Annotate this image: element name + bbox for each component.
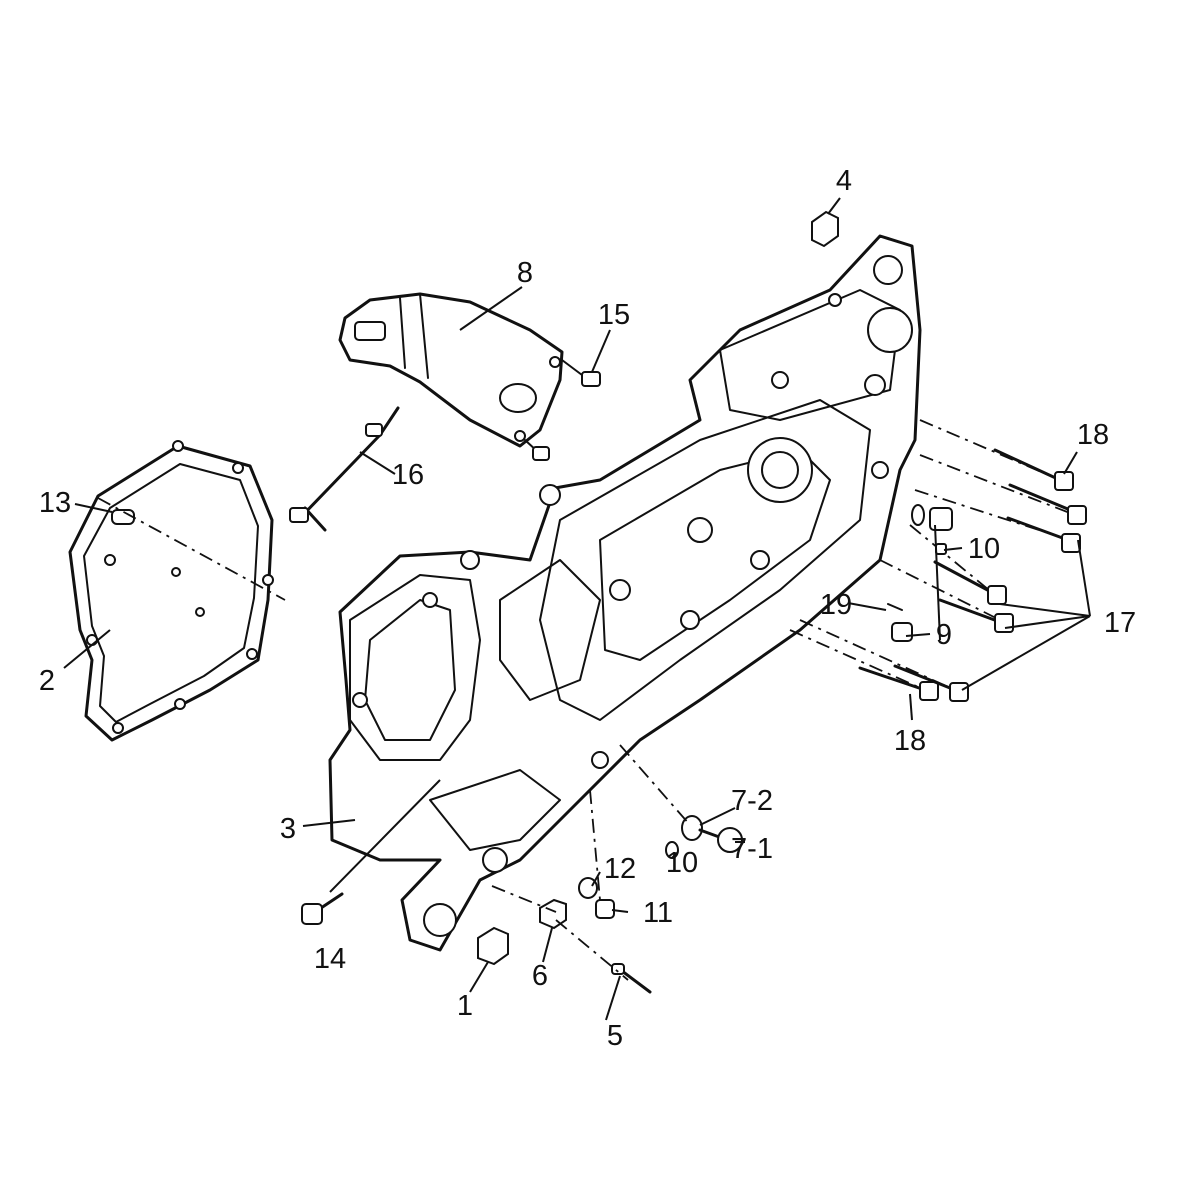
callout-7-1: 7-1 <box>731 833 773 865</box>
callout-13: 13 <box>39 487 71 519</box>
bushing-part-4 <box>811 210 839 248</box>
callout-1: 1 <box>457 990 473 1022</box>
callout-2: 2 <box>39 665 55 697</box>
rod-part-16 <box>289 406 400 532</box>
callout-9: 9 <box>936 619 952 651</box>
callout-10-lower: 10 <box>666 847 698 879</box>
callout-18-upper: 18 <box>1077 419 1109 451</box>
callout-12: 12 <box>604 853 636 885</box>
callout-17: 17 <box>1104 607 1136 639</box>
callout-10-upper: 10 <box>968 533 1000 565</box>
callout-14: 14 <box>314 943 346 975</box>
callout-3: 3 <box>280 813 296 845</box>
leader-lines <box>63 197 1091 1021</box>
callout-6: 6 <box>532 960 548 992</box>
dowel-pin-part-13 <box>111 509 135 525</box>
bolt-part-14 <box>301 892 344 925</box>
callout-4: 4 <box>836 165 852 197</box>
callout-8: 8 <box>517 257 533 289</box>
starter-motor-part-8 <box>338 292 564 448</box>
callout-11: 11 <box>643 897 673 929</box>
bushing-part-1 <box>477 926 509 966</box>
callout-labels: 1 2 3 4 5 6 7-1 7-2 8 9 10 10 11 12 13 1… <box>39 165 1136 1052</box>
callout-7-2: 7-2 <box>731 785 773 817</box>
crankcase-part-3 <box>328 234 922 952</box>
bolt-part-11-12 <box>578 877 615 919</box>
bolts-part-17-18 <box>789 419 1087 702</box>
callout-18-lower: 18 <box>894 725 926 757</box>
callout-16: 16 <box>392 459 424 491</box>
callout-19: 19 <box>820 589 852 621</box>
bushing-part-6 <box>539 898 567 930</box>
callout-5: 5 <box>607 1020 623 1052</box>
gasket-part-2 <box>68 440 274 742</box>
pin-part-5 <box>611 963 652 994</box>
callout-15: 15 <box>598 299 630 331</box>
bolt-part-15 <box>524 359 601 461</box>
